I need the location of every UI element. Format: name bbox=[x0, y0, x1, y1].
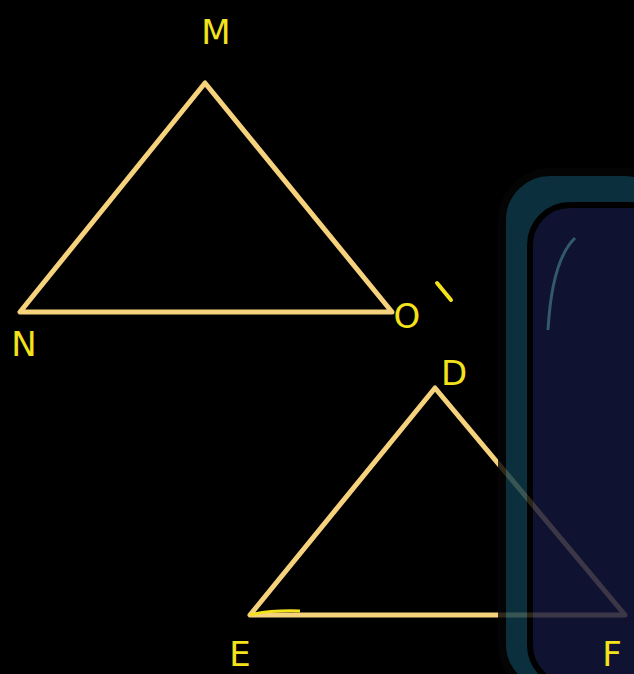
vertex-label: N bbox=[11, 327, 36, 361]
vertex-label: M bbox=[201, 15, 230, 49]
vertex-label: F bbox=[602, 637, 622, 671]
triangle-outline bbox=[20, 83, 392, 312]
triangle-mno bbox=[20, 83, 392, 312]
vertex-label: D bbox=[441, 356, 467, 390]
tick-mark bbox=[437, 283, 451, 300]
overlay-panel bbox=[502, 172, 634, 674]
panel-inner bbox=[530, 205, 634, 674]
panel-outer bbox=[502, 172, 634, 674]
panel-highlight bbox=[548, 238, 575, 330]
pen-stroke bbox=[250, 611, 300, 615]
vertex-label: E bbox=[229, 637, 250, 671]
vertex-label: O bbox=[394, 299, 421, 333]
